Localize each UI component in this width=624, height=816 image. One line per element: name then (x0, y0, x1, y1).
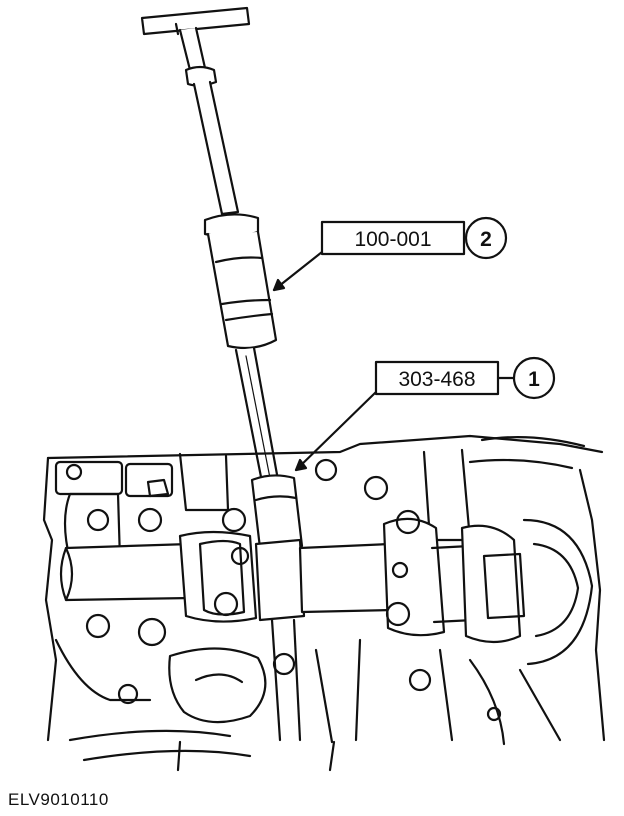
callout-circle-2 (464, 216, 508, 260)
arrow-head-1 (294, 458, 308, 472)
callout-index-2: 2 (480, 228, 492, 251)
arrow-head-2 (272, 278, 286, 292)
figure-code: ELV9010110 (8, 790, 109, 809)
leader-line-1 (294, 390, 378, 472)
callout-index-1: 1 (528, 368, 540, 391)
callout-circle-1 (512, 356, 556, 400)
engine-head (42, 434, 606, 772)
callout-part-number-1: 303-468 (398, 368, 475, 391)
callout-box-1 (374, 360, 500, 396)
slide-hammer-tool (140, 6, 304, 552)
callout-part-number-2: 100-001 (354, 228, 431, 251)
